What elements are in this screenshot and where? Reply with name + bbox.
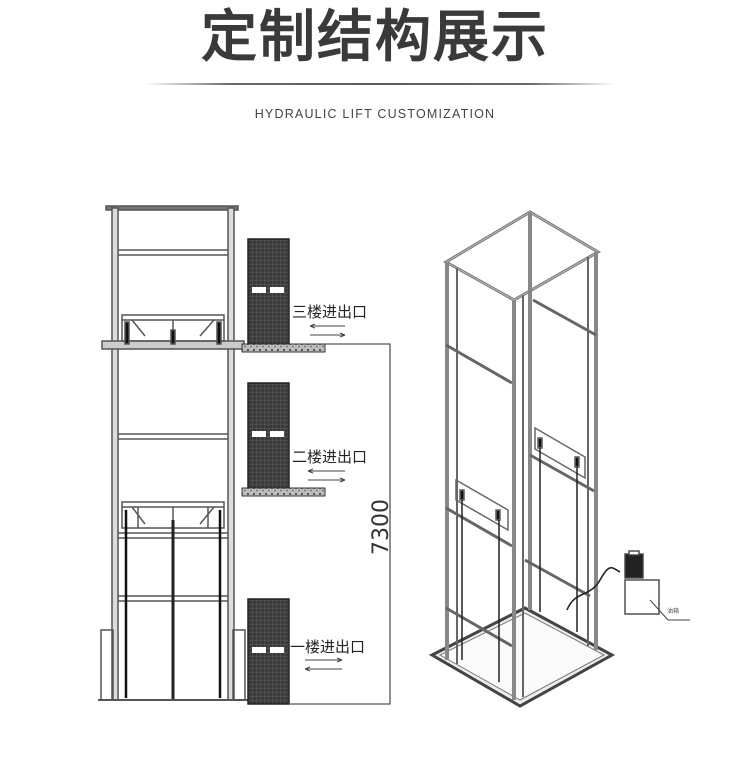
iso-view xyxy=(428,210,621,708)
floor-2-label: 二楼进出口 xyxy=(292,448,367,466)
page-title: 定制结构展示 xyxy=(201,5,549,70)
hydraulic-pump-station: 油箱 xyxy=(624,550,690,621)
floor-3-label: 三楼进出口 xyxy=(292,303,367,321)
title-divider xyxy=(145,83,615,85)
door-floor-2 xyxy=(241,382,326,497)
page-subtitle: HYDRAULIC LIFT CUSTOMIZATION xyxy=(254,107,496,121)
door-floor-1 xyxy=(247,598,290,705)
svg-text:油箱: 油箱 xyxy=(667,607,679,615)
floor-1-label: 一楼进出口 xyxy=(290,638,365,656)
height-dimension: 7300 xyxy=(369,499,394,555)
front-view xyxy=(98,205,391,705)
door-floor-3 xyxy=(241,238,326,353)
